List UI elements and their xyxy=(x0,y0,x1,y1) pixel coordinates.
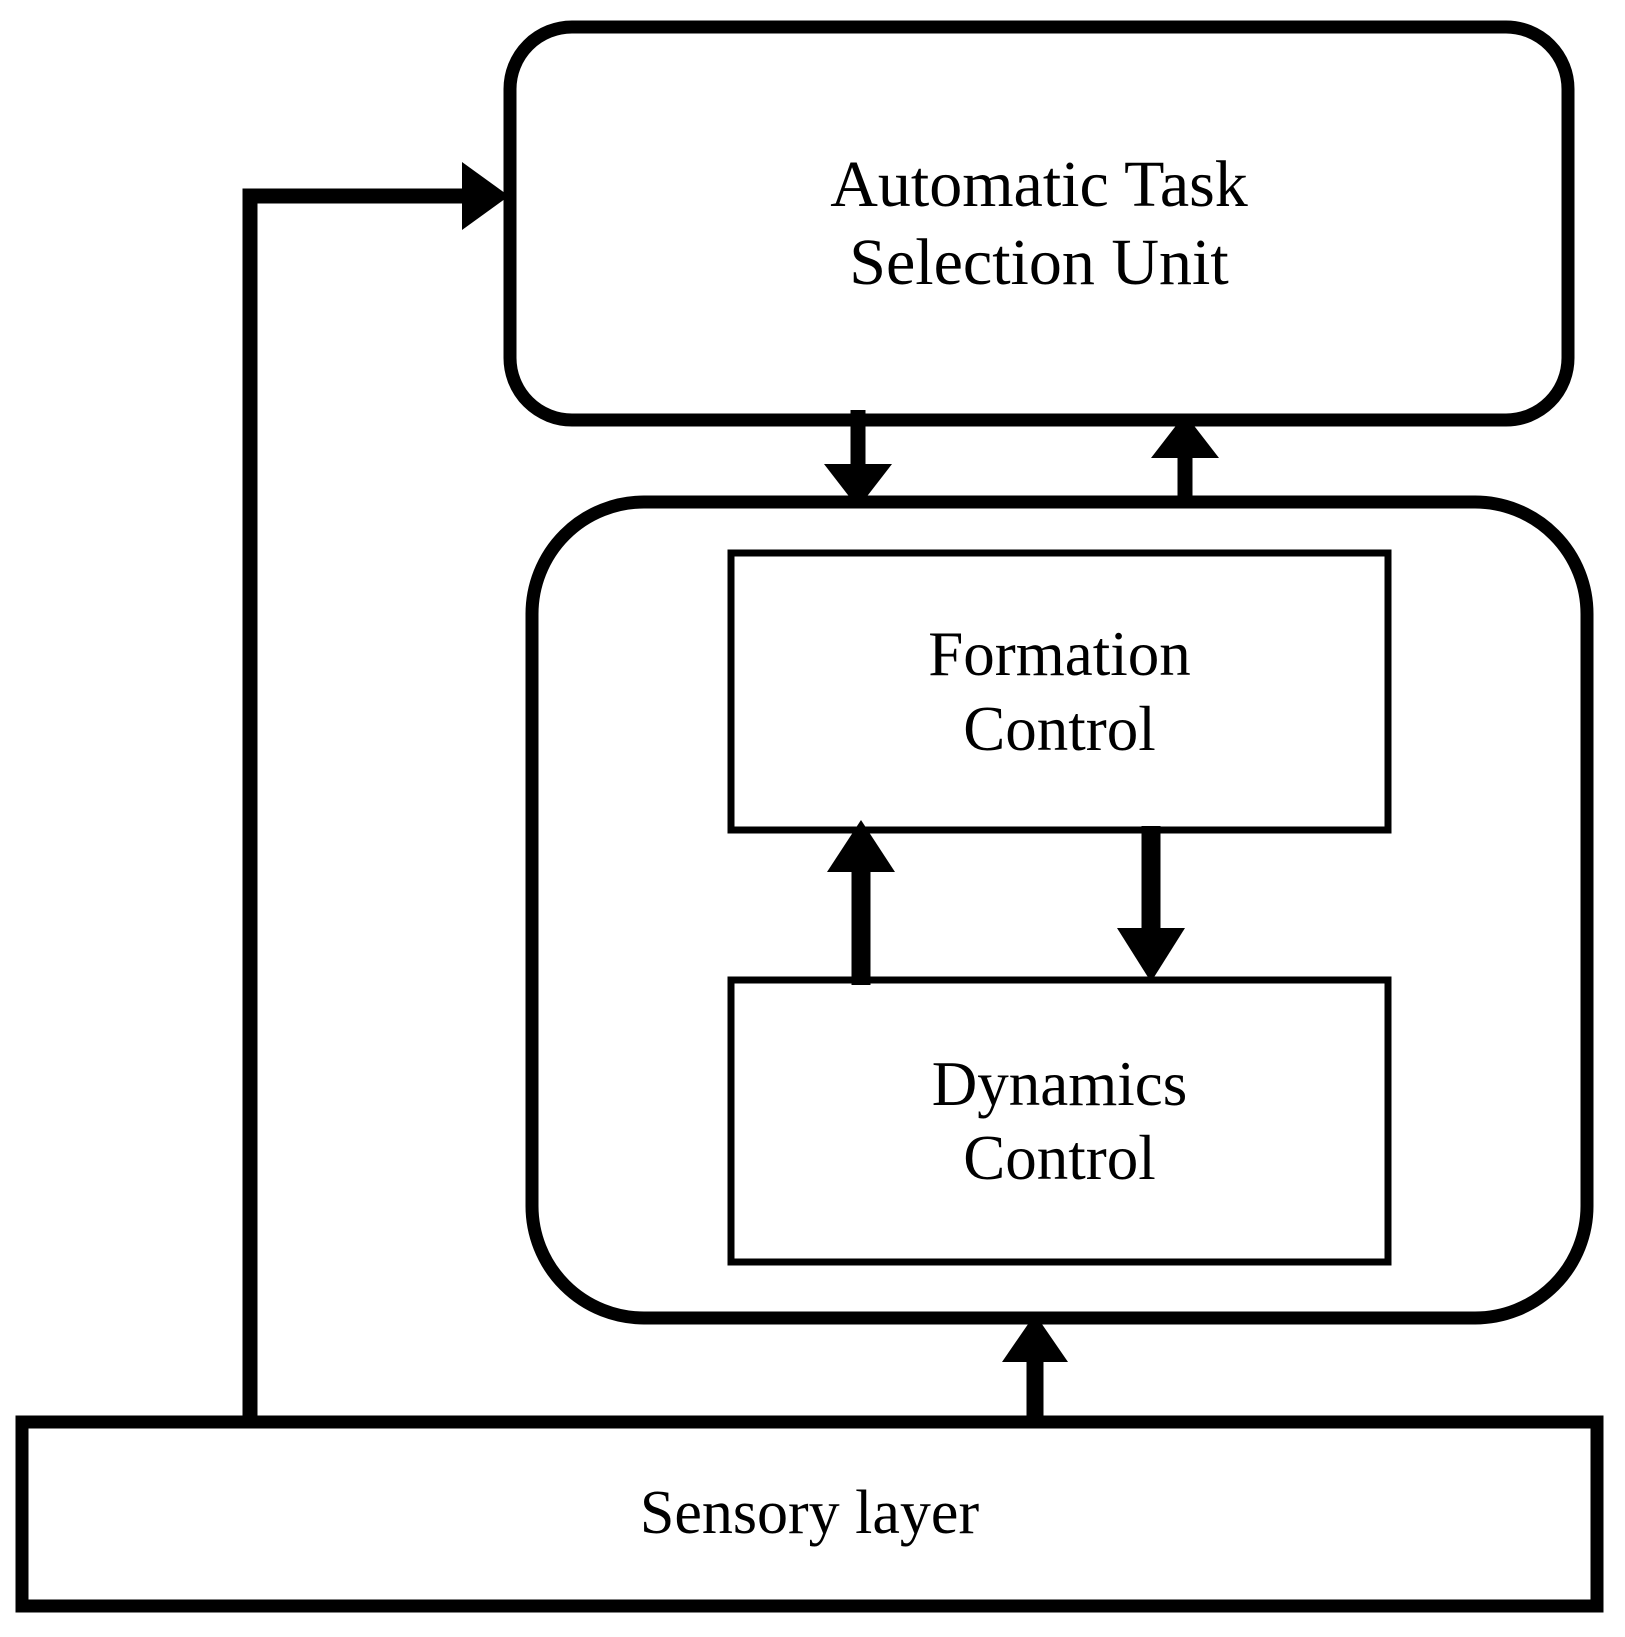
connector-sensory-to-task-feedback xyxy=(242,162,509,1424)
connector-control-to-task xyxy=(1151,414,1219,508)
node-sensory-layer[interactable] xyxy=(15,1415,1604,1613)
connector-formation-to-dynamics xyxy=(1117,826,1185,982)
formation-to-dynamics-arrowhead-down xyxy=(1117,928,1185,982)
node-formation-control[interactable] xyxy=(727,549,1392,834)
sensory-to-control-arrowhead-up xyxy=(1002,1314,1068,1362)
connector-task-to-control xyxy=(824,410,892,508)
task-to-control-arrowhead-down xyxy=(824,464,892,508)
node-task-selection-unit[interactable] xyxy=(503,20,1575,427)
node-dynamics-control[interactable] xyxy=(727,976,1392,1266)
connector-sensory-to-control xyxy=(1002,1314,1068,1424)
feedback-arrowhead-right xyxy=(462,162,509,230)
feedback-line xyxy=(242,188,462,1424)
control-to-task-arrowhead-up xyxy=(1151,414,1219,458)
dynamics-to-formation-arrowhead-up xyxy=(827,820,895,872)
connector-dynamics-to-formation xyxy=(827,820,895,985)
